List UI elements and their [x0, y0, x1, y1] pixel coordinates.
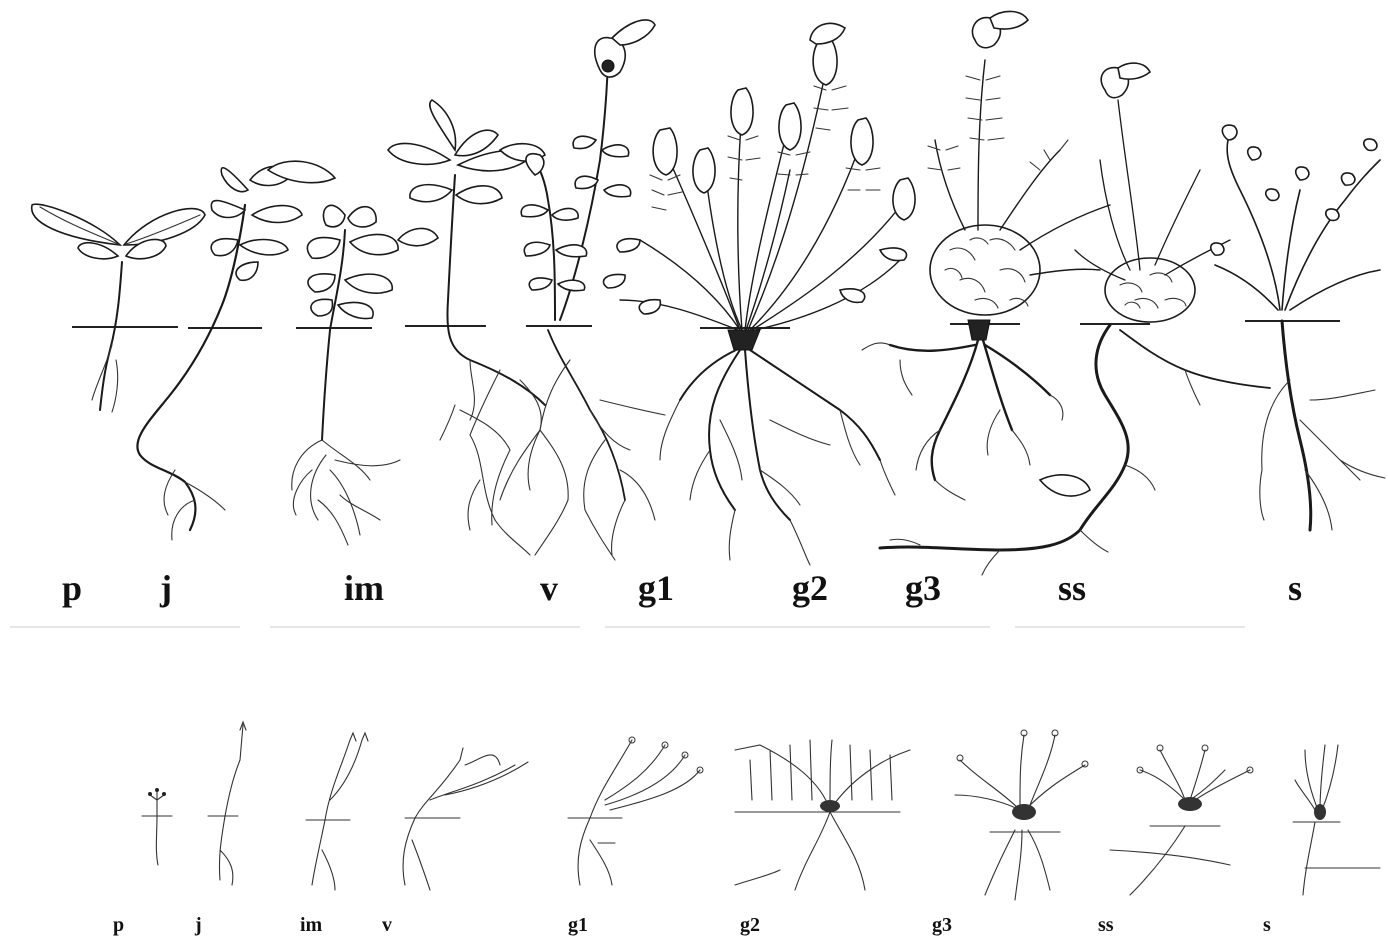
plant-g2 — [603, 23, 915, 565]
top-label-im: im — [344, 570, 384, 606]
top-label-v: v — [540, 570, 558, 606]
bottom-label-im: im — [300, 915, 322, 935]
schematic-ss — [1110, 745, 1253, 895]
bottom-label-ss: ss — [1098, 915, 1114, 935]
schematic-s — [1293, 745, 1380, 895]
top-label-g1: g1 — [638, 570, 674, 606]
top-label-ss: ss — [1058, 570, 1086, 606]
bottom-label-v: v — [382, 915, 392, 935]
plant-p-seedling — [32, 204, 205, 412]
top-label-p: p — [62, 570, 82, 606]
bottom-label-g2: g2 — [740, 915, 760, 935]
schematic-im — [306, 733, 368, 890]
top-label-g2: g2 — [792, 570, 828, 606]
bottom-label-p: p — [113, 915, 124, 935]
schematic-g1 — [568, 737, 703, 885]
plant-s-senile — [1211, 125, 1385, 530]
schematic-g3 — [955, 730, 1088, 900]
plant-im-immature — [292, 205, 438, 545]
schematic-j — [208, 722, 246, 885]
schematic-v — [403, 748, 528, 890]
plant-g1 — [521, 20, 665, 560]
schematic-g2 — [735, 740, 910, 890]
top-label-j: j — [160, 570, 172, 606]
bottom-label-j: j — [195, 915, 202, 935]
bottom-row-schematics — [142, 722, 1380, 900]
bottom-label-s: s — [1263, 915, 1271, 935]
bottom-label-g3: g3 — [932, 915, 952, 935]
top-row-drawings — [32, 11, 1385, 575]
schematic-p — [142, 788, 172, 865]
top-label-g3: g3 — [905, 570, 941, 606]
bottom-label-g1: g1 — [568, 915, 588, 935]
plant-ss-subsenile — [880, 63, 1270, 575]
top-label-s: s — [1288, 570, 1302, 606]
